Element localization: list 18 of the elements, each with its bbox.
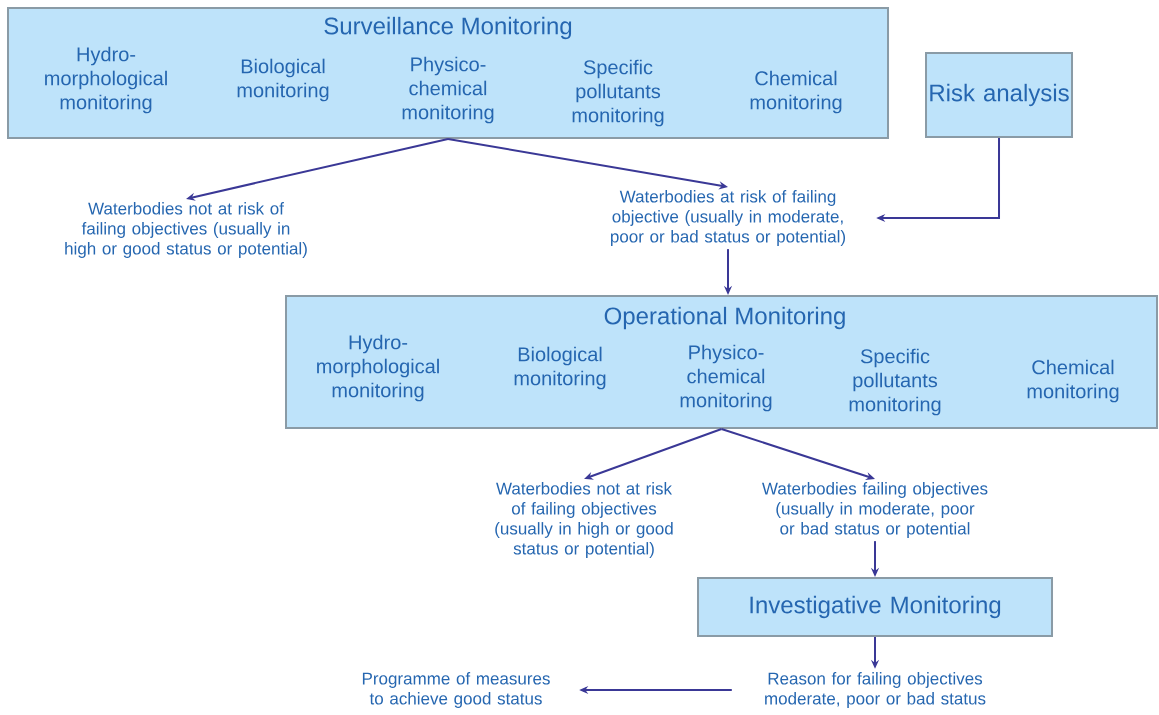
monitoring-type: Hydro-morphological monitoring	[317, 334, 439, 402]
monitoring-type: Physico-chemical monitoring	[680, 344, 772, 412]
monitoring-type: Specific pollutants monitoring	[572, 59, 664, 127]
process-box: Investigative Monitoring	[697, 577, 1053, 637]
outcome-text: Waterbodies not at risk of failing objectives (usually in high or good status or potential)	[65, 202, 307, 258]
process-box: Risk analysis	[925, 52, 1073, 138]
monitoring-type: Chemical monitoring	[750, 70, 842, 114]
monitoring-type: Hydro-morphological monitoring	[45, 46, 167, 114]
monitoring-type: Biological monitoring	[237, 58, 329, 102]
outcome-text: Waterbodies not at risk of failing objectives (usually in high or good status or potential)	[495, 482, 673, 558]
monitoring-type: Specific pollutants monitoring	[849, 348, 941, 416]
monitoring-type: Biological monitoring	[514, 346, 606, 390]
monitoring-type: Chemical monitoring	[1027, 359, 1119, 403]
outcome-text: Programme of measures to achieve good status	[362, 672, 550, 708]
outcome-text: Waterbodies at risk of failing objective (usually in moderate, poor or bad status or potential)	[611, 190, 846, 246]
outcome-text: Reason for failing objectives moderate, poor or bad status	[765, 672, 986, 708]
monitoring-type: Physico-chemical monitoring	[402, 56, 494, 124]
outcome-text: Waterbodies failing objectives (usually in moderate, poor or bad status or potential	[762, 482, 988, 538]
